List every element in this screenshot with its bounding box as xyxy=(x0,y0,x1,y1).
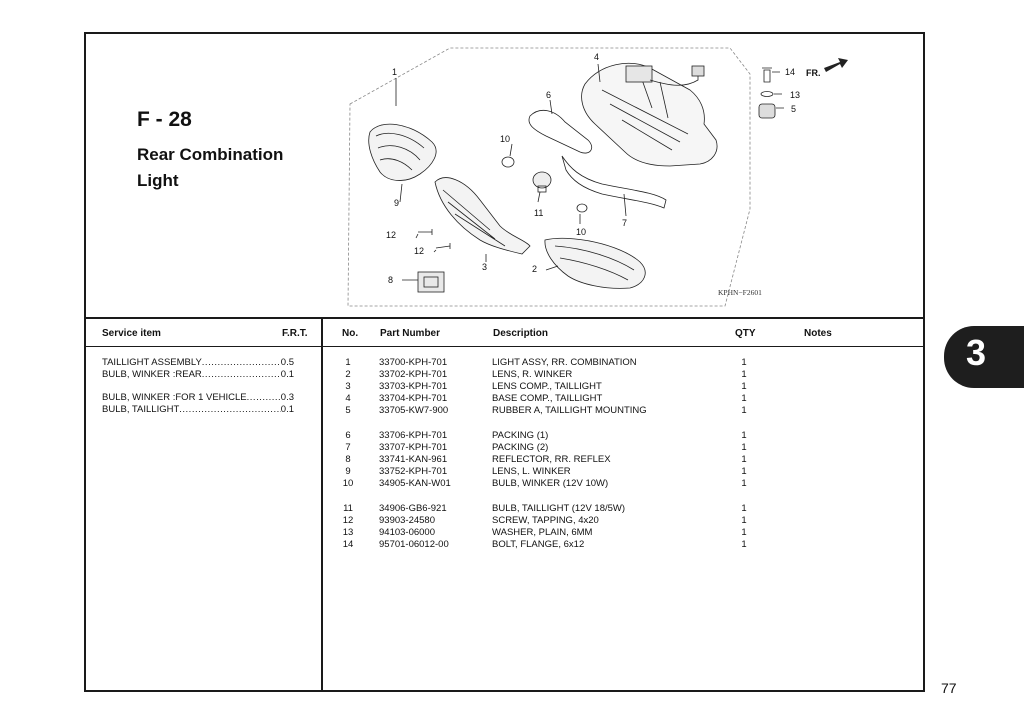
svg-text:FR.: FR. xyxy=(806,68,821,78)
svg-text:14: 14 xyxy=(785,67,795,77)
section-title: Rear Combination Light xyxy=(137,145,284,190)
service-item: TAILLIGHT ASSEMBLY 0.5 xyxy=(102,357,294,368)
svg-text:5: 5 xyxy=(791,104,796,114)
qty-header: QTY xyxy=(735,328,756,339)
column-divider xyxy=(321,318,323,692)
svg-text:9: 9 xyxy=(394,198,399,208)
no-header: No. xyxy=(342,328,359,339)
service-item: BULB, WINKER :REAR0.1 xyxy=(102,369,294,380)
page-number: 77 xyxy=(941,680,957,696)
svg-text:10: 10 xyxy=(576,227,586,237)
header-divider xyxy=(84,346,925,347)
exploded-parts-diagram: FR. 1 2 3 4 5 6 7 8 9 10 10 11 12 12 13 … xyxy=(347,47,848,307)
page-frame xyxy=(84,32,925,692)
svg-text:11: 11 xyxy=(534,208,543,218)
svg-text:12: 12 xyxy=(386,230,396,240)
description-header: Description xyxy=(493,328,549,339)
service-item-header: Service item xyxy=(102,328,161,339)
diagram-divider xyxy=(84,317,925,319)
svg-text:1: 1 xyxy=(392,67,397,77)
svg-text:8: 8 xyxy=(388,275,393,285)
chapter-tab: 3 xyxy=(944,326,1024,388)
svg-text:2: 2 xyxy=(532,264,537,274)
service-item: BULB, TAILLIGHT 0.1 xyxy=(102,404,294,415)
svg-text:3: 3 xyxy=(482,262,487,272)
part-number-header: Part Number xyxy=(380,328,441,339)
frt-header: F.R.T. xyxy=(282,328,308,339)
notes-header: Notes xyxy=(804,328,832,339)
svg-text:10: 10 xyxy=(500,134,510,144)
section-code: F - 28 xyxy=(137,108,192,131)
diagram-code: KPHN−F2601 xyxy=(718,288,762,297)
front-direction-arrow-icon: FR. xyxy=(806,58,848,78)
svg-text:13: 13 xyxy=(790,90,800,100)
svg-text:4: 4 xyxy=(594,52,599,62)
svg-text:7: 7 xyxy=(622,218,627,228)
svg-text:12: 12 xyxy=(414,246,424,256)
service-item: BULB, WINKER :FOR 1 VEHICLE0.3 xyxy=(102,392,294,403)
svg-text:6: 6 xyxy=(546,90,551,100)
